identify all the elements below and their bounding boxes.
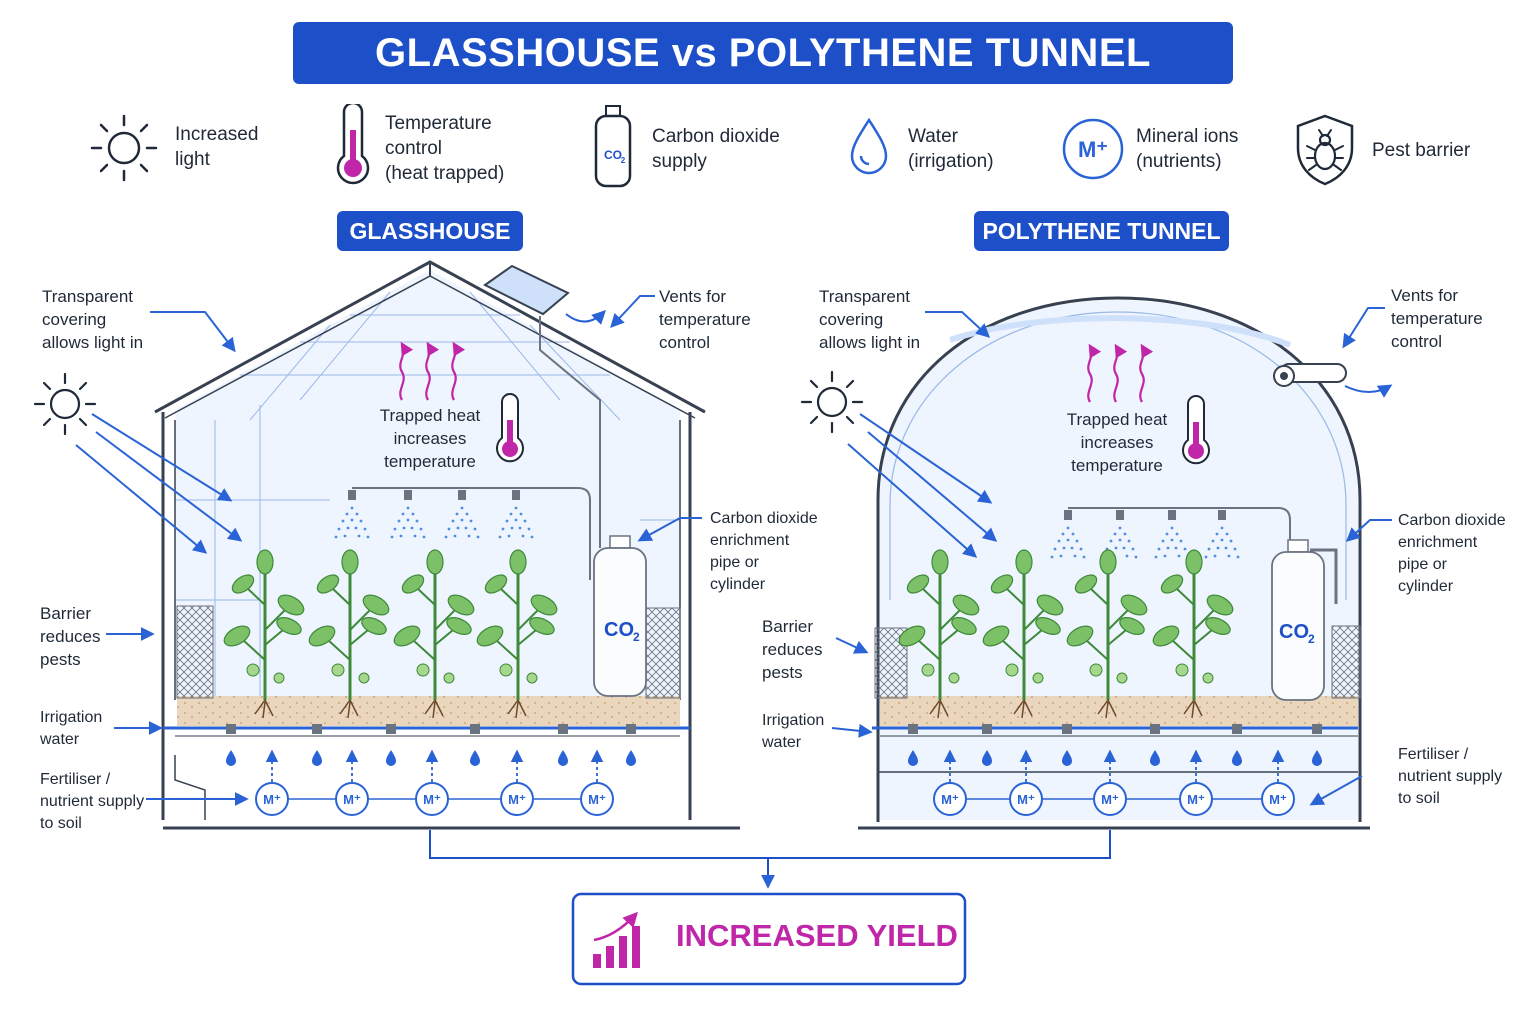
glasshouse-co2-subscript: 2 [633,630,640,644]
tunnel-co2-subscript: 2 [1308,632,1315,646]
tunnel-heading: POLYTHENE TUNNEL [974,211,1229,251]
mineral-ion-text: M⁺ [1017,792,1035,807]
water-drop-icon [850,117,888,175]
title-banner [293,22,1233,84]
growth-chart-icon [593,911,640,968]
glasshouse-co2-text: CO [604,619,634,641]
glasshouse-structure [33,260,740,830]
result-connector [429,830,1111,889]
legend-water-label: Water(irrigation) [908,126,994,172]
mineral-ion-text: M⁺ [1101,792,1119,807]
mineral-ion-text: M⁺ [1269,792,1287,807]
mineral-ion-text: M⁺ [1187,792,1205,807]
tunnel-structure [800,296,1393,830]
result-box [571,892,967,986]
mineral-ion-text: M⁺ [263,792,281,807]
pest-shield-icon [1296,114,1354,186]
legend-mineral-ion-text: M⁺ [1078,137,1108,162]
co2-cylinder-icon: CO 2 [594,105,632,188]
mineral-ion-text: M⁺ [588,792,606,807]
mineral-ion-icon: M⁺ [1062,118,1124,180]
mineral-ion-text: M⁺ [941,792,959,807]
increased-yield-label: INCREASED YIELD [676,918,958,953]
thermometer-icon [336,104,370,185]
page-title: GLASSHOUSE vs POLYTHENE TUNNEL [375,31,1151,75]
legend-co2-text: CO [604,148,622,162]
mineral-ion-text: M⁺ [508,792,526,807]
tunnel-co2-text: CO [1279,621,1309,643]
legend-pest-label: Pest barrier [1372,140,1471,161]
mineral-ion-labels: M⁺ M⁺ M⁺ M⁺ M⁺ M⁺ M⁺ M⁺ M⁺ M⁺ [263,792,1287,807]
glasshouse-heading: GLASSHOUSE [337,211,523,251]
mineral-ion-text: M⁺ [423,792,441,807]
legend-mineral-label: Mineral ions(nutrients) [1136,126,1239,172]
sun-icon [90,114,158,182]
mineral-ion-text: M⁺ [343,792,361,807]
legend-co2-subscript: 2 [621,156,626,165]
